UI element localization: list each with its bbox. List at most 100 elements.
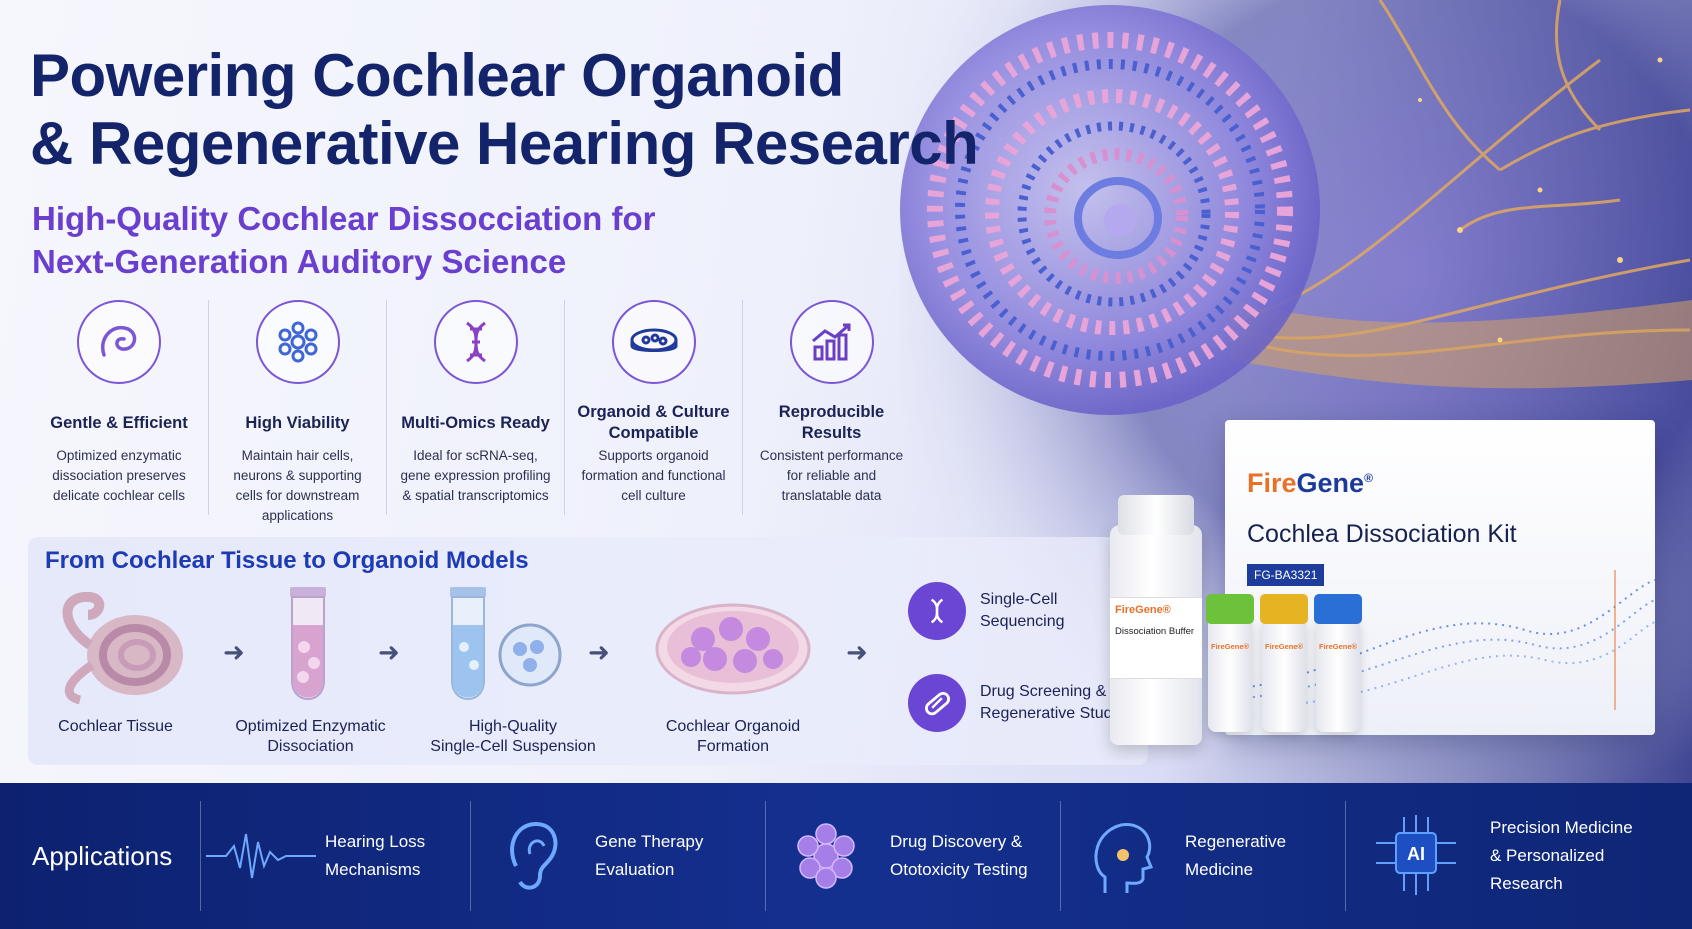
workflow-step-1: Cochlear Tissue [48, 717, 183, 737]
vial-cap [1260, 594, 1308, 624]
bottle-brand: FireGene® [1115, 604, 1171, 616]
waveform-icon [201, 806, 321, 906]
application-label: Regenerative Medicine [1185, 828, 1286, 884]
workflow-step-4: Cochlear Organoid Formation [648, 717, 818, 757]
enzyme-vial-green: FireGene® [1206, 594, 1254, 732]
outcome-label: Drug Screening & Regenerative Studies [980, 681, 1133, 725]
arrow-right-icon: ➜ [588, 637, 610, 667]
title-line-1: Powering Cochlear Organoid [30, 42, 844, 109]
step-label: Dissociation [267, 738, 354, 755]
svg-text:AI: AI [1407, 844, 1425, 864]
bottle-cap [1118, 495, 1194, 535]
outcome-label: Single-Cell Sequencing [980, 589, 1065, 633]
feature-desc-line: cells for downstream [235, 488, 360, 503]
brand-mark: ® [1364, 471, 1373, 485]
wave-dots-graphic [1225, 570, 1655, 710]
brand-logo: FireGene® [1247, 468, 1373, 499]
application-drug-discovery: Drug Discovery & Ototoxicity Testing [765, 801, 1060, 911]
capsule-icon [908, 674, 966, 732]
feature-gentle-efficient: Gentle & Efficient Optimized enzymatic d… [30, 300, 208, 515]
kit-code: FG-BA3321 [1247, 564, 1325, 586]
title-line-2: & Regenerative Hearing Research [30, 110, 979, 177]
outcome-line: Single-Cell [980, 591, 1058, 608]
vial-cap [1314, 594, 1362, 624]
head-profile-icon [1061, 806, 1181, 906]
feature-desc-line: Ideal for scRNA-seq, [413, 448, 538, 463]
product-kit: FireGene® Cochlea Dissociation Kit FG-BA… [1110, 420, 1670, 760]
step-label: Cochlear Tissue [58, 718, 173, 735]
feature-title: Organoid & Culture Compatible [577, 403, 730, 442]
feature-desc-line: neurons & supporting [233, 468, 362, 483]
application-line: Research [1490, 874, 1563, 893]
arrow-right-icon: ➜ [378, 637, 400, 667]
subtitle-line-2: Next-Generation Auditory Science [32, 243, 567, 280]
cochlea-outline-icon [77, 300, 161, 384]
workflow-step-2: Optimized Enzymatic Dissociation [228, 717, 393, 757]
application-line: Precision Medicine [1490, 818, 1633, 837]
outcome-single-cell: Single-Cell Sequencing [908, 582, 1065, 640]
application-label: Drug Discovery & Ototoxicity Testing [890, 828, 1028, 884]
feature-desc-line: Optimized enzymatic [56, 448, 182, 463]
application-line: Regenerative [1185, 832, 1287, 851]
application-line: Hearing Loss [325, 832, 426, 851]
vial-brand: FireGene® [1319, 642, 1358, 651]
feature-title: Gentle & Efficient [50, 413, 188, 432]
feature-title: Multi-Omics Ready [401, 413, 550, 432]
feature-desc-line: gene expression profiling [400, 468, 551, 483]
application-line: & Personalized [1490, 846, 1605, 865]
feature-reproducible: Reproducible Results Consistent performa… [742, 300, 920, 515]
feature-desc-line: applications [261, 508, 334, 523]
step-label: Optimized Enzymatic [235, 718, 386, 735]
feature-desc-line: formation and functional [581, 468, 726, 483]
petri-dish-icon [611, 300, 696, 384]
application-line: Ototoxicity Testing [890, 860, 1028, 879]
feature-description: Ideal for scRNA-seq, gene expression pro… [387, 446, 564, 506]
feature-description: Optimized enzymatic dissociation preserv… [30, 446, 208, 506]
subtitle-line-1: High-Quality Cochlear Dissocciation for [32, 200, 656, 237]
application-label: Hearing Loss Mechanisms [325, 828, 425, 884]
page-subtitle: High-Quality Cochlear Dissocciation for … [32, 197, 732, 283]
vial-cap [1206, 594, 1254, 624]
kit-box: FireGene® Cochlea Dissociation Kit FG-BA… [1225, 420, 1655, 735]
brand-gene: Gene [1296, 468, 1365, 498]
feature-desc-line: Supports organoid [598, 448, 709, 463]
outcome-line: Regenerative Studies [980, 705, 1133, 722]
application-label: Precision Medicine & Personalized Resear… [1490, 814, 1633, 898]
arrow-right-icon: ➜ [223, 637, 245, 667]
application-gene-therapy: Gene Therapy Evaluation [470, 801, 765, 911]
enzyme-vial-blue: FireGene® [1314, 594, 1362, 732]
application-regenerative: Regenerative Medicine [1060, 801, 1345, 911]
bar-chart-icon [789, 300, 874, 384]
feature-description: Supports organoid formation and function… [565, 446, 742, 506]
cochlear-tissue-image [62, 591, 183, 705]
ai-chip-icon: AI [1346, 806, 1486, 906]
application-line: Medicine [1185, 860, 1254, 879]
step-label: Cochlear Organoid [665, 718, 801, 735]
application-precision-medicine: AI Precision Medicine & Personalized Res… [1345, 801, 1685, 911]
workflow-title: From Cochlear Tissue to Organoid Models [45, 547, 529, 574]
buffer-bottle: FireGene® Dissociation Buffer [1110, 495, 1202, 745]
cells-cluster-icon [255, 300, 340, 384]
feature-desc-line: Consistent performance [759, 448, 904, 463]
single-cell-suspension-image [450, 587, 562, 700]
step-label: Formation [696, 738, 770, 755]
workflow-panel: From Cochlear Tissue to Organoid Models … [28, 537, 1148, 765]
dna-icon [433, 300, 518, 384]
application-line: Gene Therapy [595, 832, 704, 851]
feature-description: Consistent performance for reliable and … [743, 446, 920, 506]
application-line: Drug Discovery & [890, 832, 1023, 851]
organoid-dish-image [655, 603, 811, 695]
feature-desc-line: translatable data [781, 488, 882, 503]
kit-name: Cochlea Dissociation Kit [1247, 520, 1517, 548]
feature-multi-omics: Multi-Omics Ready Ideal for scRNA-seq, g… [386, 300, 564, 515]
feature-desc-line: for reliable and [786, 468, 877, 483]
arrow-right-icon: ➜ [846, 637, 868, 667]
feature-desc-line: dissociation preserves [52, 468, 186, 483]
bottle-label-text: Dissociation Buffer [1115, 626, 1195, 637]
ear-icon [471, 806, 591, 906]
application-label: Gene Therapy Evaluation [595, 828, 703, 884]
application-line: Mechanisms [325, 860, 421, 879]
vial-brand: FireGene® [1265, 642, 1304, 651]
dna-icon [908, 582, 966, 640]
feature-row: Gentle & Efficient Optimized enzymatic d… [30, 300, 930, 523]
